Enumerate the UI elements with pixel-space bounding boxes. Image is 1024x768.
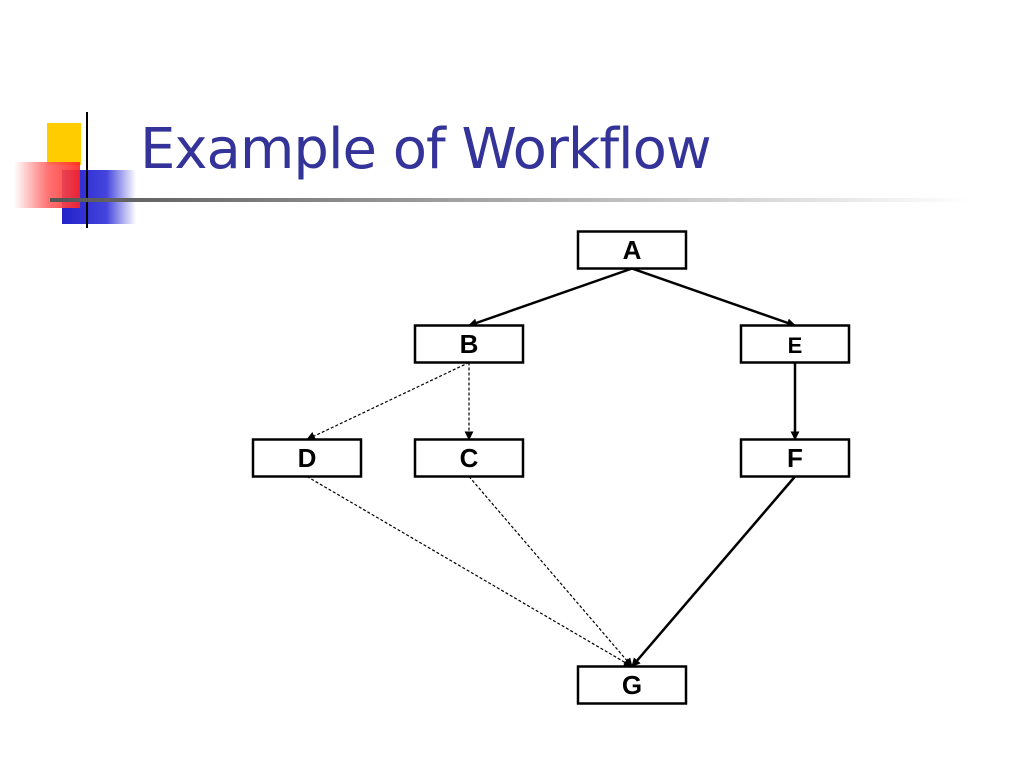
node-c: C xyxy=(413,438,525,478)
node-box-f xyxy=(739,438,851,478)
node-label-a: A xyxy=(623,235,642,265)
edge-c-g xyxy=(468,476,633,668)
edge-a-e xyxy=(631,267,796,328)
node-label-b: B xyxy=(460,329,479,359)
node-b: B xyxy=(413,324,525,364)
edge-b-d xyxy=(306,361,470,441)
yellow-square xyxy=(47,123,81,165)
node-box-c xyxy=(413,438,525,478)
node-label-g: G xyxy=(622,670,642,700)
node-g: G xyxy=(576,665,688,705)
node-f: F xyxy=(739,438,851,478)
slide-title: Example of Workflow xyxy=(140,117,712,182)
node-label-d: D xyxy=(298,443,317,473)
edge-a-b xyxy=(468,267,633,328)
edges-layer xyxy=(306,267,800,668)
node-box-g xyxy=(576,665,688,705)
title-underline xyxy=(50,198,970,202)
node-e: E xyxy=(739,324,851,364)
node-d: D xyxy=(251,438,363,478)
node-box-e xyxy=(739,324,851,364)
node-box-d xyxy=(251,438,363,478)
node-a: A xyxy=(576,230,688,270)
edge-f-g xyxy=(631,475,796,668)
edge-d-g xyxy=(306,475,633,668)
nodes-layer: A B E D C F G xyxy=(251,230,851,705)
node-label-f: F xyxy=(787,443,803,473)
node-label-e: E xyxy=(788,333,803,358)
node-label-c: C xyxy=(460,443,479,473)
node-box-b xyxy=(413,324,525,364)
node-box-a xyxy=(576,230,688,270)
